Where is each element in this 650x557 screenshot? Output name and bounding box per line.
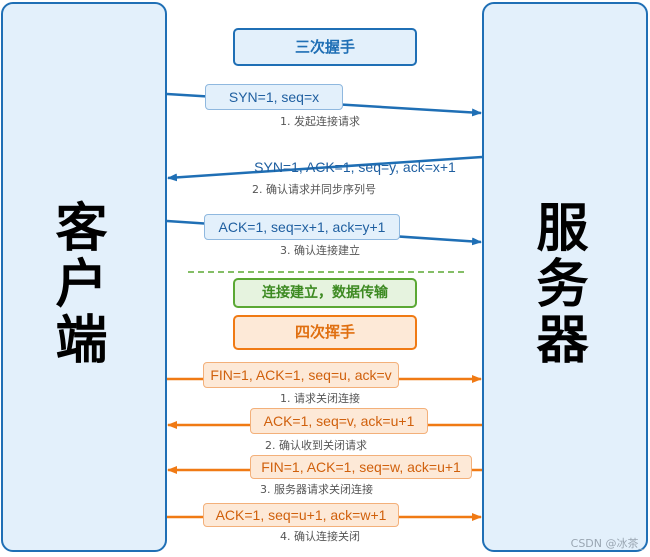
step-label: SYN=1, ACK=1, seq=y, ack=x+1 [254, 159, 456, 175]
step-caption: 4. 确认连接关闭 [280, 530, 360, 543]
step-label: FIN=1, ACK=1, seq=w, ack=u+1 [250, 455, 472, 479]
step-label: ACK=1, seq=x+1, ack=y+1 [204, 214, 400, 240]
step-label: ACK=1, seq=u+1, ack=w+1 [203, 503, 399, 527]
four-way-title: 四次挥手 [233, 315, 417, 350]
step-caption: 2. 确认请求并同步序列号 [252, 183, 376, 196]
server-panel: 服务器 [482, 2, 648, 552]
step-caption: 3. 确认连接建立 [280, 244, 360, 257]
server-label: 服务器 [527, 200, 587, 368]
transfer-title: 连接建立，数据传输 [233, 278, 417, 308]
step-label: ACK=1, seq=v, ack=u+1 [250, 408, 428, 434]
three-way-title: 三次握手 [233, 28, 417, 66]
step-caption: 1. 请求关闭连接 [280, 392, 360, 405]
arrow-syn-ack [167, 155, 483, 182]
step-label: FIN=1, ACK=1, seq=u, ack=v [203, 362, 399, 388]
client-panel: 客户端 [1, 2, 167, 552]
step-label: SYN=1, seq=x [205, 84, 343, 110]
step-caption: 1. 发起连接请求 [280, 115, 360, 128]
step-caption: 2. 确认收到关闭请求 [265, 439, 367, 452]
step-caption: 3. 服务器请求关闭连接 [260, 483, 373, 496]
client-label: 客户端 [46, 200, 106, 368]
watermark: CSDN @冰茶_ [570, 537, 644, 550]
